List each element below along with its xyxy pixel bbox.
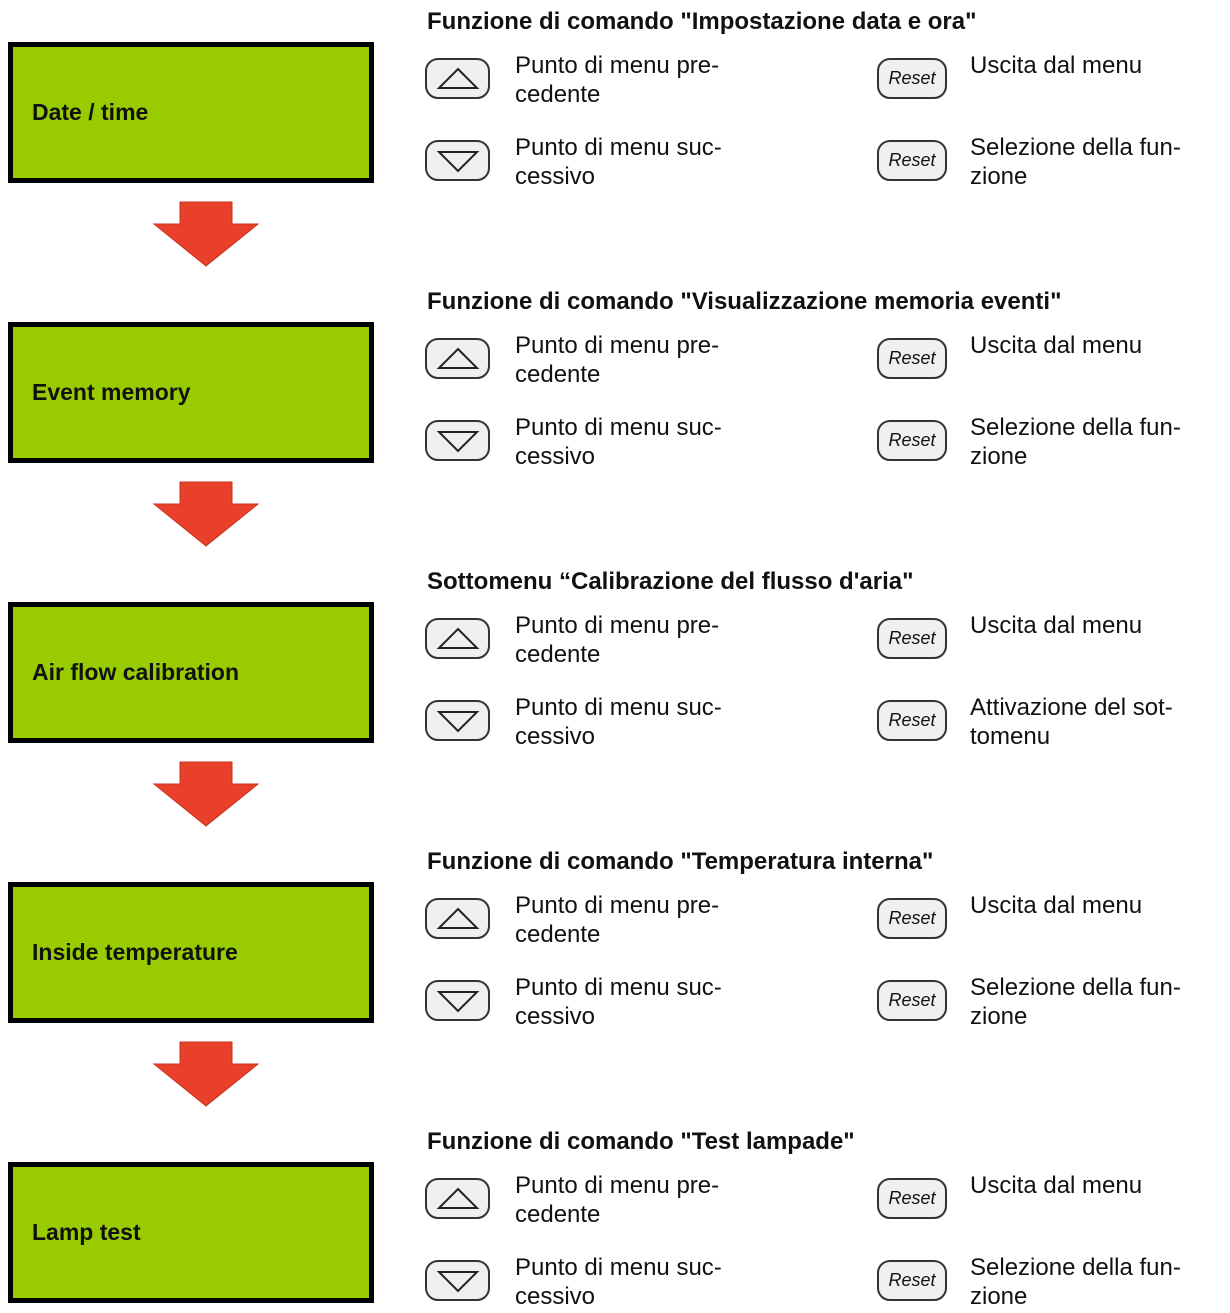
- lcd-text: Lamp test: [32, 1219, 141, 1245]
- lcd-text: Air flow calibration: [32, 659, 240, 685]
- section-title: Funzione di comando "Impostazione data e…: [427, 8, 977, 35]
- next-item-text: Punto di menu suc- cessivo: [515, 974, 722, 1030]
- menu-section-lamp-test: Lamp test Funzione di comando "Test lamp…: [0, 1120, 1230, 1310]
- reset-key-icon: Reset: [877, 898, 947, 939]
- prev-item-text: Punto di menu pre- cedente: [515, 52, 720, 108]
- up-key-icon: [425, 58, 490, 99]
- up-key-icon: [425, 338, 490, 379]
- lcd-text: Date / time: [32, 99, 149, 125]
- section-title: Funzione di comando "Visualizzazione mem…: [427, 288, 1062, 315]
- reset-key-icon: Reset: [877, 420, 947, 461]
- lcd-display: Lamp test: [8, 1162, 374, 1303]
- exit-menu-text: Uscita dal menu: [970, 1172, 1143, 1199]
- next-item-text: Punto di menu suc- cessivo: [515, 1254, 722, 1310]
- reset-key-icon: Reset: [877, 140, 947, 181]
- reset-key-icon: Reset: [877, 338, 947, 379]
- menu-section-event-memory: Event memory Funzione di comando "Visual…: [0, 280, 1230, 547]
- exit-menu-text: Uscita dal menu: [970, 612, 1143, 639]
- down-key-icon: [425, 980, 490, 1021]
- section-title: Funzione di comando "Temperatura interna…: [427, 848, 934, 875]
- select-function-text: Selezione della fun- zione: [970, 1254, 1181, 1310]
- lcd-display: Inside temperature: [8, 882, 374, 1023]
- prev-item-text: Punto di menu pre- cedente: [515, 892, 720, 948]
- lcd-text: Inside temperature: [32, 939, 238, 965]
- exit-menu-text: Uscita dal menu: [970, 892, 1143, 919]
- reset-key-icon: Reset: [877, 1178, 947, 1219]
- select-function-text: Selezione della fun- zione: [970, 414, 1181, 470]
- section-title: Funzione di comando "Test lampade": [427, 1128, 855, 1155]
- next-item-text: Punto di menu suc- cessivo: [515, 414, 722, 470]
- arrow-down-icon: [152, 1041, 260, 1107]
- reset-key-icon: Reset: [877, 618, 947, 659]
- menu-section-date-time: Date / time Funzione di comando "Imposta…: [0, 0, 1230, 267]
- select-function-text: Selezione della fun- zione: [970, 134, 1181, 190]
- lcd-display: Event memory: [8, 322, 374, 463]
- prev-item-text: Punto di menu pre- cedente: [515, 332, 720, 388]
- lcd-text: Event memory: [32, 379, 191, 405]
- arrow-down-icon: [152, 481, 260, 547]
- reset-key-icon: Reset: [877, 980, 947, 1021]
- down-key-icon: [425, 1260, 490, 1301]
- exit-menu-text: Uscita dal menu: [970, 332, 1143, 359]
- reset-key-icon: Reset: [877, 58, 947, 99]
- menu-section-air-flow-calibration: Air flow calibration Sottomenu “Calibraz…: [0, 560, 1230, 827]
- reset-key-icon: Reset: [877, 700, 947, 741]
- up-key-icon: [425, 618, 490, 659]
- select-function-text: Selezione della fun- zione: [970, 974, 1181, 1030]
- reset-key-icon: Reset: [877, 1260, 947, 1301]
- prev-item-text: Punto di menu pre- cedente: [515, 612, 720, 668]
- down-key-icon: [425, 420, 490, 461]
- menu-section-inside-temperature: Inside temperature Funzione di comando "…: [0, 840, 1230, 1107]
- arrow-down-icon: [152, 201, 260, 267]
- down-key-icon: [425, 140, 490, 181]
- next-item-text: Punto di menu suc- cessivo: [515, 134, 722, 190]
- arrow-down-icon: [152, 761, 260, 827]
- down-key-icon: [425, 700, 490, 741]
- exit-menu-text: Uscita dal menu: [970, 52, 1143, 79]
- prev-item-text: Punto di menu pre- cedente: [515, 1172, 720, 1228]
- lcd-display: Date / time: [8, 42, 374, 183]
- lcd-display: Air flow calibration: [8, 602, 374, 743]
- activate-submenu-text: Attivazione del sot- tomenu: [970, 694, 1173, 750]
- up-key-icon: [425, 1178, 490, 1219]
- section-title: Sottomenu “Calibrazione del flusso d'ari…: [427, 568, 914, 595]
- next-item-text: Punto di menu suc- cessivo: [515, 694, 722, 750]
- up-key-icon: [425, 898, 490, 939]
